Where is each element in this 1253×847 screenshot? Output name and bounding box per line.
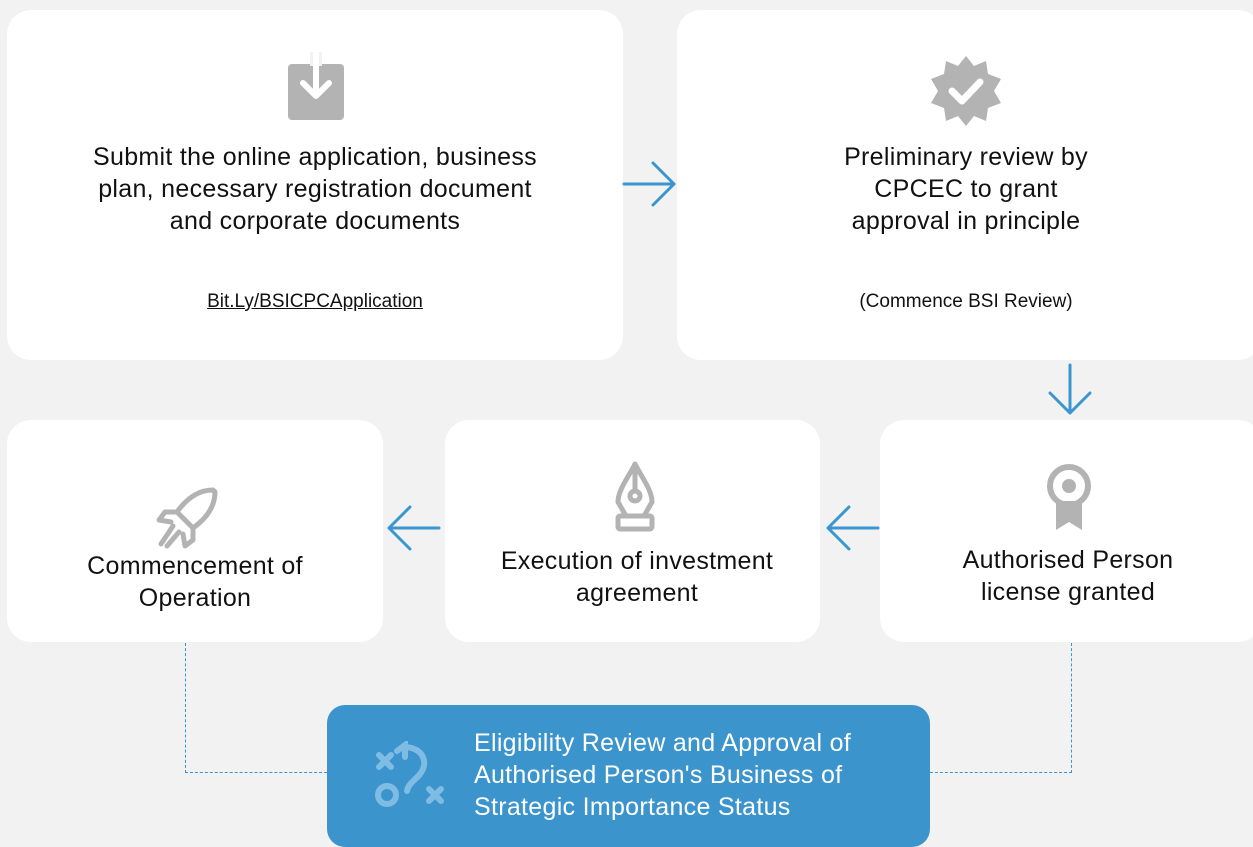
eligibility-review-box: Eligibility Review and Approval of Autho… xyxy=(327,705,930,847)
step-submit-title: Submit the online application, business … xyxy=(93,143,537,235)
arrow-left xyxy=(383,504,443,557)
step-license-title: Authorised Person license granted xyxy=(962,546,1174,606)
strategy-play-icon xyxy=(373,741,445,809)
step-commencement-title: Commencement of Operation xyxy=(87,552,303,612)
rocket-icon xyxy=(155,486,219,550)
step-review-title: Preliminary review by CPCEC to grant app… xyxy=(844,143,1088,235)
step-review-card: Preliminary review by CPCEC to grant app… xyxy=(677,10,1253,360)
eligibility-review-title: Eligibility Review and Approval of Autho… xyxy=(474,729,852,821)
step-submit-card: Submit the online application, business … xyxy=(7,10,623,360)
dashed-connector-right-vertical xyxy=(1071,643,1072,773)
step-execution-card: Execution of investment agreement xyxy=(445,420,820,642)
dashed-connector-left-horizontal xyxy=(185,772,327,773)
arrow-down xyxy=(1046,362,1094,423)
dashed-connector-left-vertical xyxy=(185,643,186,773)
download-icon xyxy=(288,52,344,120)
fountain-pen-icon xyxy=(614,460,656,532)
application-link[interactable]: Bit.Ly/BSICPCApplication xyxy=(207,291,423,312)
arrow-right xyxy=(620,160,680,213)
dashed-connector-right-horizontal xyxy=(930,772,1072,773)
arrow-left xyxy=(822,504,882,557)
award-ribbon-icon xyxy=(1046,464,1092,532)
step-license-card: Authorised Person license granted xyxy=(880,420,1253,642)
step-execution-title: Execution of investment agreement xyxy=(500,547,774,607)
step-commencement-card: Commencement of Operation xyxy=(7,420,383,642)
verified-badge-icon xyxy=(929,54,1003,128)
step-review-note: (Commence BSI Review) xyxy=(859,291,1073,312)
